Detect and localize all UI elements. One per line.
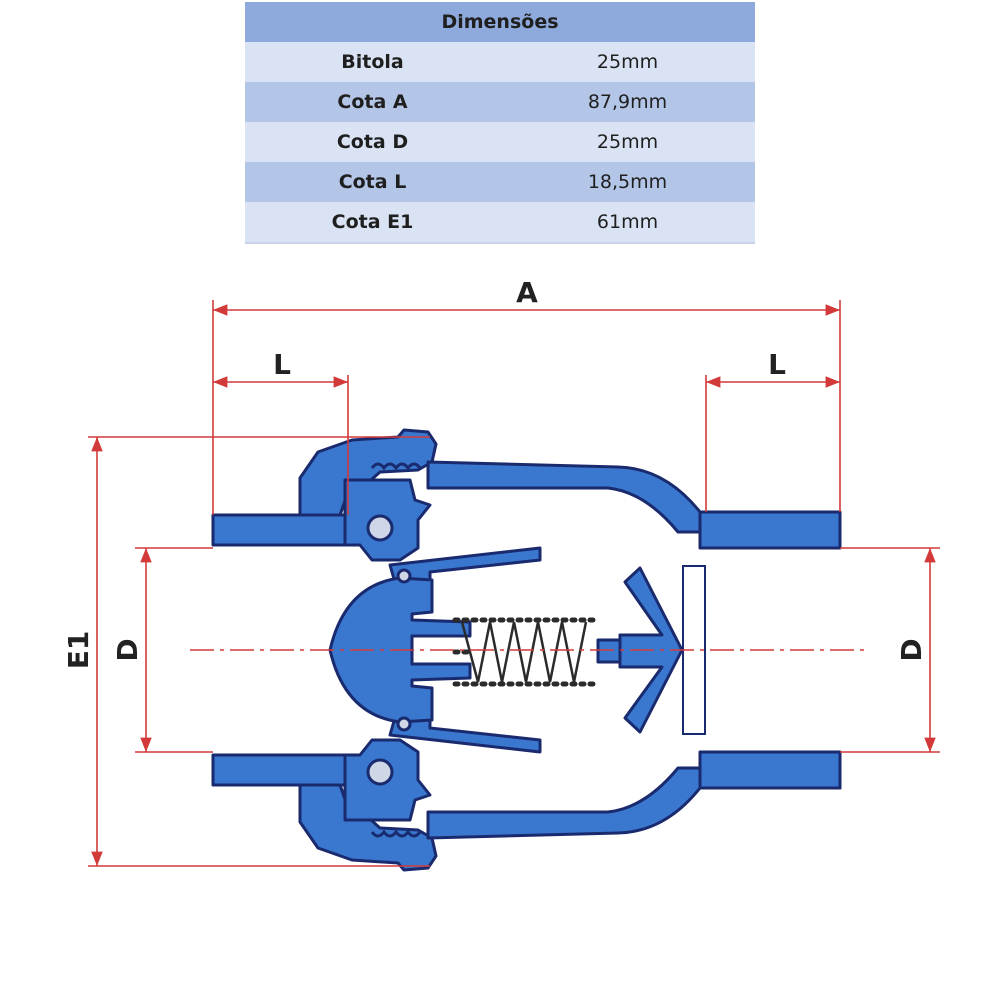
left-socket-lower-wall	[211, 753, 350, 787]
row-label: Cota D	[336, 131, 409, 153]
row-value: 18,5mm	[587, 171, 668, 193]
dimensions-table: Dimensões Bitola 25mm Cota A 87,9mm Cota…	[245, 2, 755, 242]
o-rings	[366, 514, 412, 786]
row-value: 61mm	[596, 211, 659, 233]
label-d-left: D	[111, 638, 144, 661]
spring	[452, 617, 601, 687]
row-value: 25mm	[596, 51, 659, 73]
right-socket-upper-wall	[698, 510, 842, 550]
row-value: 87,9mm	[587, 91, 668, 113]
table-header: Dimensões	[441, 11, 559, 33]
dimension-lines	[88, 300, 940, 867]
thread-lower	[370, 829, 422, 838]
left-socket-upper-wall	[211, 513, 350, 547]
label-l-left: L	[273, 348, 291, 381]
row-label: Cota A	[337, 91, 408, 113]
row-value: 25mm	[596, 131, 659, 153]
thread-marks	[370, 462, 422, 838]
right-socket-lower-wall	[698, 750, 842, 790]
row-label: Bitola	[341, 51, 404, 73]
row-label: Cota L	[338, 171, 407, 193]
o-ring-lower	[366, 758, 394, 786]
table-row: Cota E1 61mm	[245, 202, 755, 242]
label-e1: E1	[62, 631, 95, 670]
table-row: Cota L 18,5mm	[245, 162, 755, 202]
table-row: Cota D 25mm	[245, 122, 755, 162]
row-label: Cota E1	[331, 211, 414, 233]
o-ring-lower-small	[396, 716, 412, 732]
label-l-right: L	[768, 348, 786, 381]
table-header-row: Dimensões	[245, 2, 755, 42]
table-row: Bitola 25mm	[245, 42, 755, 82]
label-a: A	[516, 276, 538, 309]
o-ring-upper	[366, 514, 394, 542]
label-d-right: D	[895, 638, 928, 661]
spring-coil	[460, 621, 588, 683]
o-ring-upper-small	[396, 568, 412, 584]
table-row: Cota A 87,9mm	[245, 82, 755, 122]
thread-upper	[370, 462, 422, 471]
